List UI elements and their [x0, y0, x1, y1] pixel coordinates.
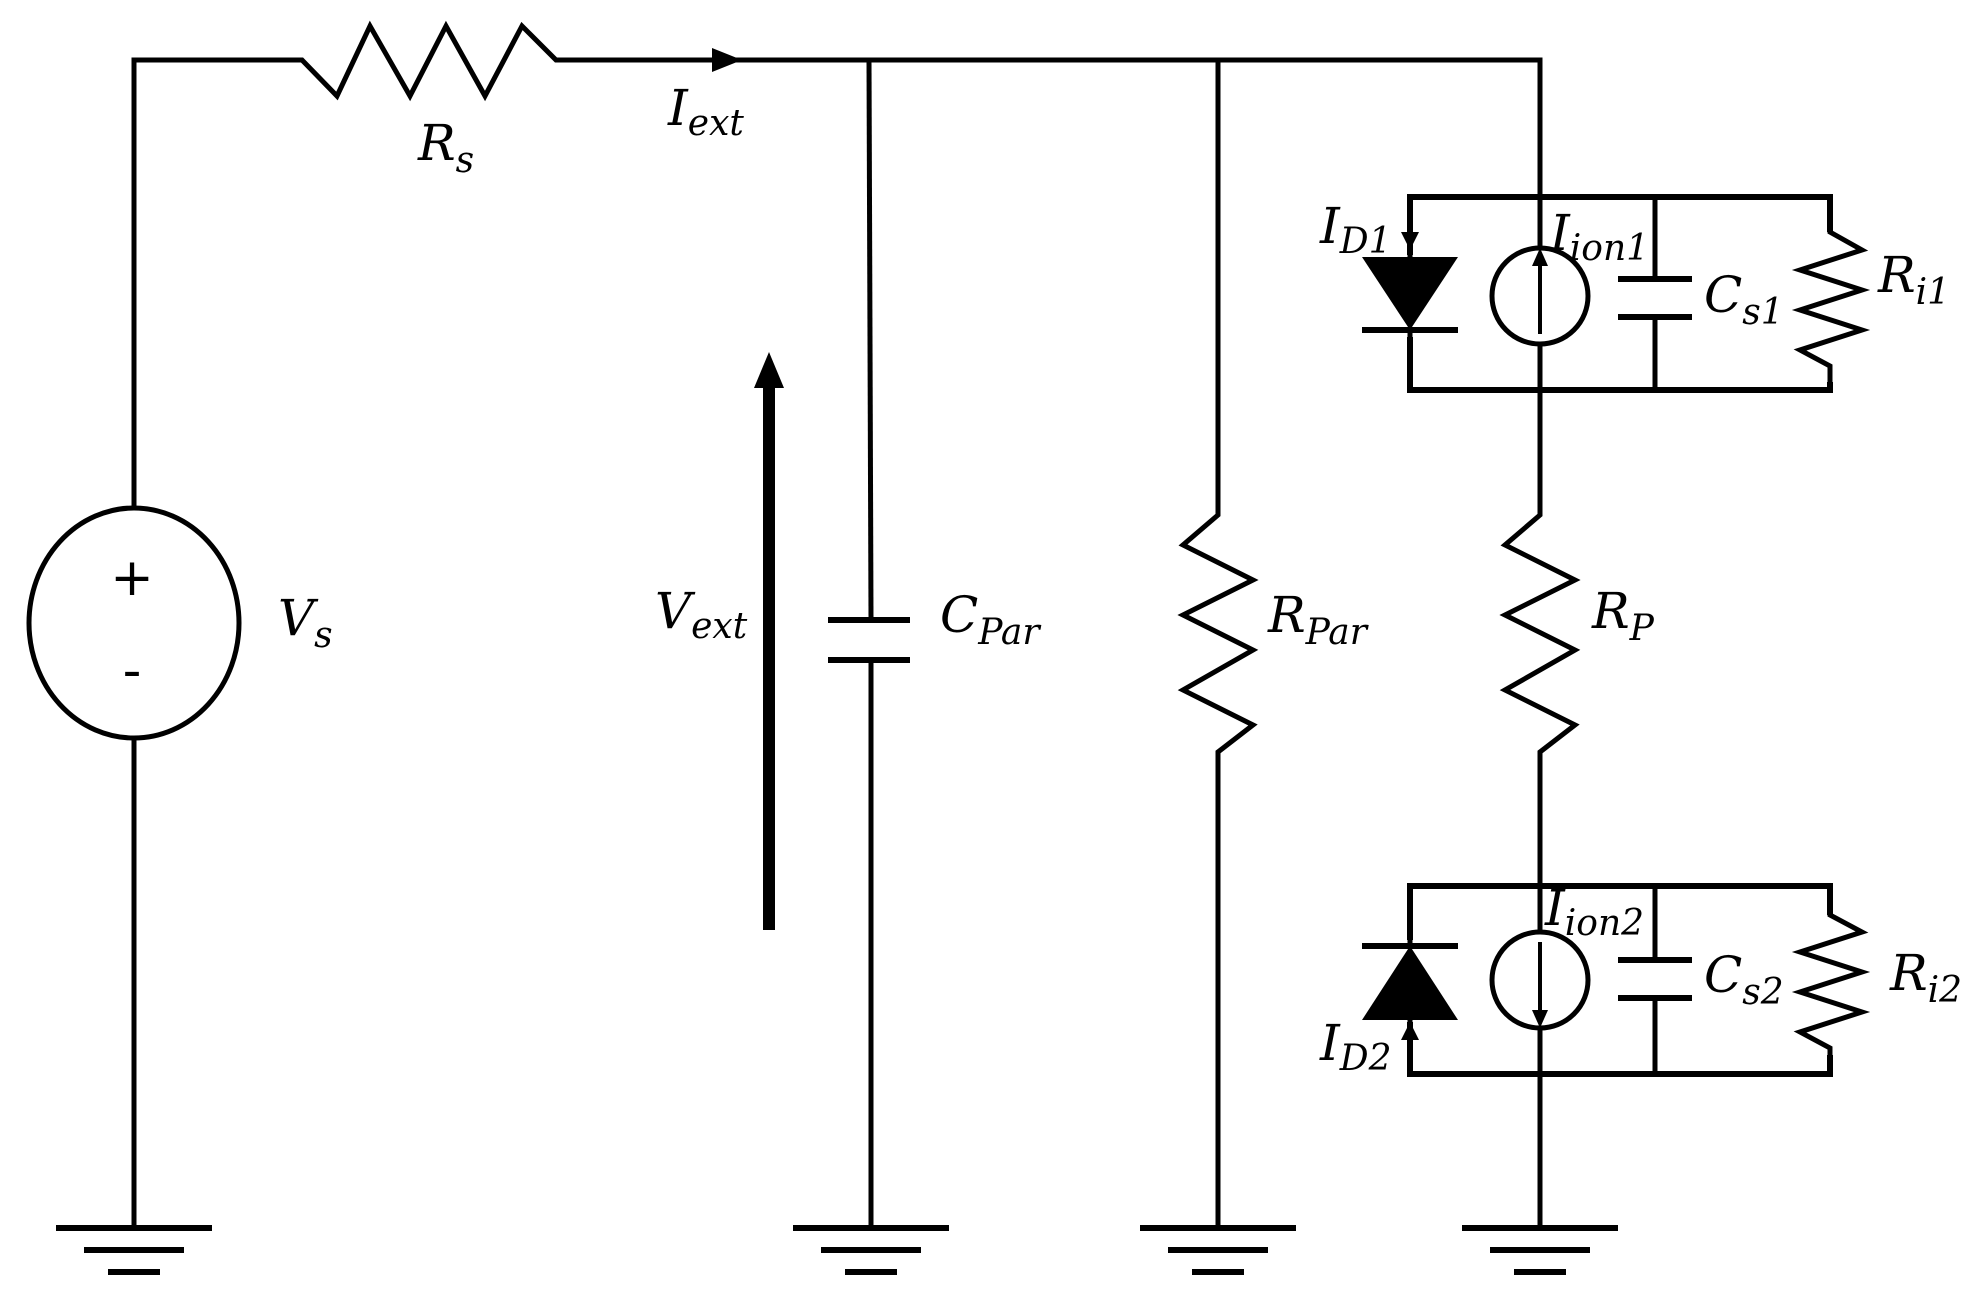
label-cpar: CPar [940, 586, 1041, 653]
label-iext: Iext [667, 79, 744, 144]
resistor-ri2 [1791, 883, 1871, 1077]
resistor-rs [259, 20, 605, 102]
label-id1: ID1 [1319, 197, 1392, 262]
label-cs1: Cs1 [1704, 266, 1784, 333]
capacitor-cs2 [1618, 957, 1692, 1001]
wires [131, 57, 1543, 1231]
capacitor-cs1 [1618, 276, 1692, 320]
diode-d1 [1362, 194, 1458, 393]
voltage-arrow-vext [754, 352, 784, 930]
label-rpar: RPar [1267, 586, 1369, 653]
voltage-source-icon [26, 505, 242, 741]
current-arrow-id1 [1401, 232, 1419, 250]
resistor-ri1 [1791, 194, 1871, 393]
label-ri1: Ri1 [1877, 246, 1950, 313]
current-arrow-iext [712, 48, 742, 72]
label-rs: Rs [417, 114, 474, 181]
ground-icon [1140, 1225, 1296, 1275]
label-rp: RP [1591, 582, 1655, 649]
label-iion1: Iion1 [1549, 204, 1649, 269]
resistor-rp [1499, 469, 1581, 765]
label-iion2: Iion2 [1544, 879, 1644, 944]
current-source-iion2 [1489, 929, 1591, 1031]
minus-sign: - [123, 641, 142, 701]
ground-icon [793, 1225, 949, 1275]
ground-icon [56, 1225, 212, 1275]
label-id2: ID2 [1319, 1014, 1392, 1079]
current-arrow-id2 [1401, 1022, 1419, 1040]
label-cs2: Cs2 [1704, 946, 1784, 1013]
label-ri2: Ri2 [1889, 944, 1962, 1011]
label-vs: Vs [278, 589, 333, 656]
label-vext: Vext [655, 582, 748, 647]
ground-icon [1462, 1225, 1618, 1275]
plus-sign: + [110, 548, 154, 608]
capacitor-cpar [828, 617, 910, 663]
current-source-iion1 [1489, 245, 1591, 347]
resistor-rpar [1177, 465, 1259, 773]
voltage-source-vs: + - [26, 505, 242, 741]
